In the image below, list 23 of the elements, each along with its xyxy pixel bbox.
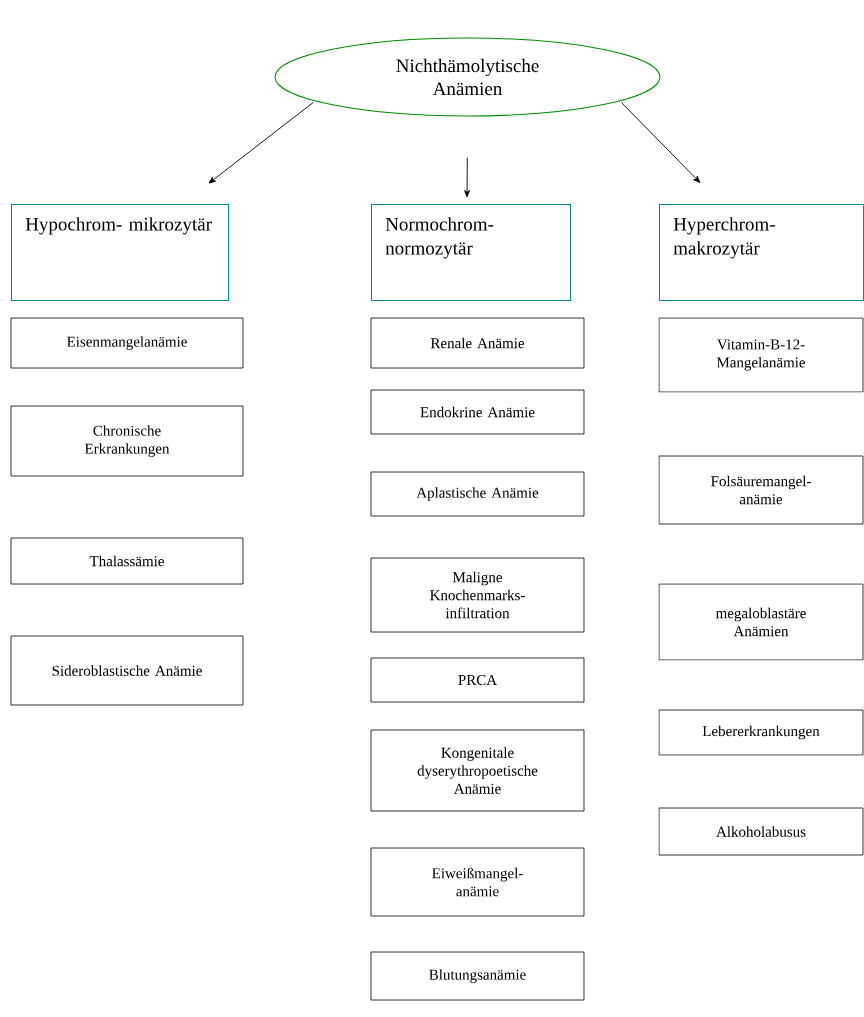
diagnosis-box: megaloblastäre Anämien bbox=[658, 583, 864, 661]
group-box: Hypochrom- mikrozytär bbox=[11, 204, 229, 301]
arrow bbox=[621, 102, 701, 183]
diagnosis-box: Sideroblastische Anämie bbox=[10, 635, 244, 706]
diagnosis-box: Kongenitale dyserythropoetische Anämie bbox=[370, 729, 585, 812]
diagnosis-box: Renale Anämie bbox=[370, 317, 585, 369]
diagnosis-box: Endokrine Anämie bbox=[370, 389, 585, 435]
arrow bbox=[464, 157, 470, 198]
diagnosis-box: Lebererkrankungen bbox=[658, 709, 864, 756]
diagnosis-box: Thalassämie bbox=[10, 537, 244, 585]
diagnosis-box: Alkoholabusus bbox=[658, 807, 864, 856]
diagnosis-box: PRCA bbox=[370, 657, 585, 703]
group-box: Normochrom- normozytär bbox=[371, 204, 571, 301]
diagnosis-box: Blutungsanämie bbox=[370, 951, 585, 1001]
diagnosis-box: Eisenmangelanämie bbox=[10, 317, 244, 369]
diagnosis-box: Chronische Erkrankungen bbox=[10, 405, 244, 477]
diagnosis-box: Folsäuremangel- anämie bbox=[658, 455, 864, 525]
diagnosis-box: Vitamin-B-12- Mangelanämie bbox=[658, 317, 864, 393]
diagnosis-box: Aplastische Anämie bbox=[370, 471, 585, 517]
diagnosis-box: Maligne Knochenmarks- infiltration bbox=[370, 557, 585, 633]
arrow bbox=[208, 101, 314, 184]
diagnosis-box: Eiweißmangel- anämie bbox=[370, 847, 585, 917]
group-box: Hyperchrom- makrozytär bbox=[659, 204, 864, 301]
